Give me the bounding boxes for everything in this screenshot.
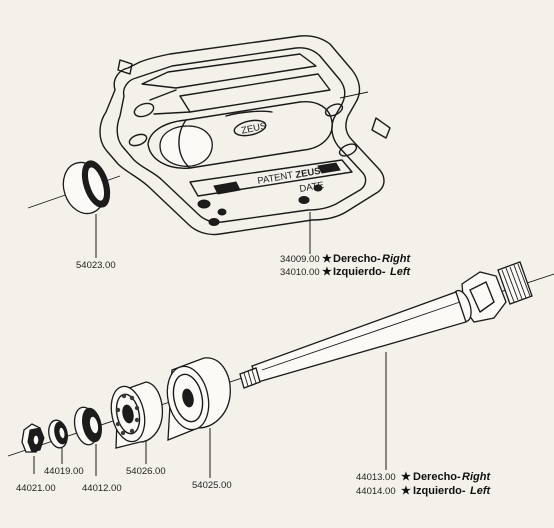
svg-text:Left: Left bbox=[390, 266, 412, 278]
cone bbox=[73, 406, 102, 446]
svg-text:Izquierdo-: Izquierdo- bbox=[333, 266, 386, 278]
dust-cap bbox=[62, 160, 111, 215]
locknut bbox=[21, 423, 45, 453]
washer bbox=[48, 419, 68, 449]
bearing-retainer bbox=[110, 381, 164, 449]
svg-text:★: ★ bbox=[322, 266, 332, 278]
svg-text:★: ★ bbox=[401, 471, 411, 483]
zeus-logo-badge bbox=[233, 119, 267, 137]
svg-text:Right: Right bbox=[462, 471, 491, 483]
svg-text:44014.00: 44014.00 bbox=[356, 486, 396, 497]
svg-text:44013.00: 44013.00 bbox=[356, 472, 396, 483]
cage-label-right: 34009.00 ★ Derecho- Right bbox=[280, 253, 411, 265]
cage-side-text-date: DATE bbox=[299, 180, 325, 195]
svg-text:Derecho-: Derecho- bbox=[413, 471, 461, 483]
svg-text:Izquierdo-: Izquierdo- bbox=[413, 485, 466, 497]
axle-label-right: 44013.00 ★ Derecho- Right bbox=[356, 471, 491, 483]
washer-part-number: 44019.00 bbox=[44, 466, 84, 477]
pedal-spindle bbox=[239, 261, 533, 389]
svg-text:Left: Left bbox=[470, 485, 492, 497]
svg-text:★: ★ bbox=[322, 253, 332, 265]
zeus-logo-text: ZEUS bbox=[240, 121, 267, 137]
svg-text:★: ★ bbox=[401, 485, 411, 497]
bearing-large bbox=[166, 357, 231, 441]
cage-side-text-zeus: ZEUS bbox=[295, 166, 322, 181]
svg-text:Right: Right bbox=[382, 253, 411, 265]
cage-label-left: 34010.00 ★ Izquierdo- Left bbox=[280, 266, 412, 278]
cap-part-number: 54023.00 bbox=[76, 260, 116, 271]
bearing-retainer-part-number: 54026.00 bbox=[126, 466, 166, 477]
bearing-large-part-number: 54025.00 bbox=[192, 480, 232, 491]
svg-text:Derecho-: Derecho- bbox=[333, 253, 381, 265]
axle-label-left: 44014.00 ★ Izquierdo- Left bbox=[356, 485, 492, 497]
svg-text:34010.00: 34010.00 bbox=[280, 267, 320, 278]
pedal-cage: ZEUS PATENT ZEUS DATE bbox=[99, 35, 391, 236]
svg-text:34009.00: 34009.00 bbox=[280, 254, 320, 265]
locknut-part-number: 44021.00 bbox=[16, 483, 56, 494]
cone-part-number: 44012.00 bbox=[82, 483, 122, 494]
